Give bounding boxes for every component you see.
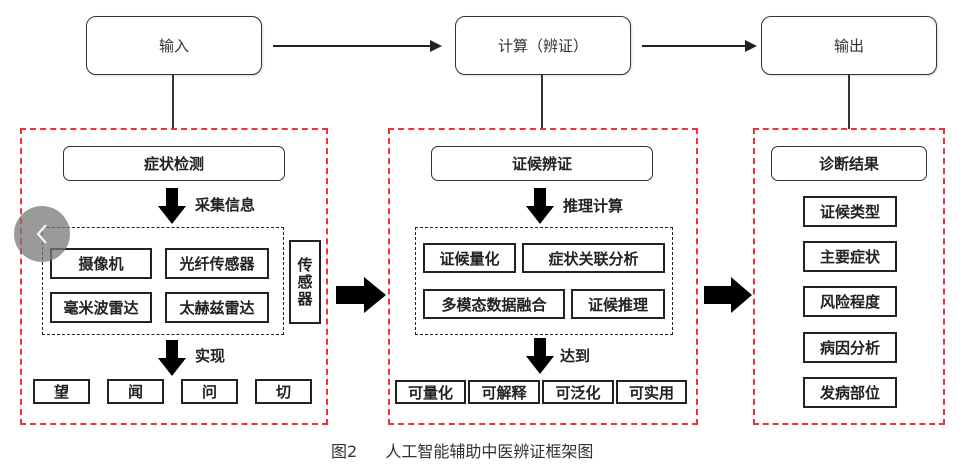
arrow-compute-to-output <box>642 45 748 47</box>
method-listen-smell: 闻 <box>107 379 164 404</box>
sensor-text: 毫米波雷达 <box>63 299 139 317</box>
connector-input <box>172 75 174 129</box>
result-text: 病因分析 <box>819 339 880 357</box>
figure-number: 图2 <box>331 442 358 461</box>
reasoning-label: 推理计算 <box>563 197 624 215</box>
connector-compute <box>541 75 543 129</box>
compute-panel-header: 证候辨证 <box>431 146 653 181</box>
compute-node: 计算（辨证） <box>455 16 631 75</box>
previous-button[interactable] <box>14 206 70 262</box>
input-panel-frame <box>20 128 328 425</box>
arrowhead-icon <box>745 40 757 52</box>
result-text: 发病部位 <box>819 384 880 402</box>
goal-text: 可量化 <box>407 383 453 402</box>
output-label: 输出 <box>833 37 864 55</box>
technique-symptom-correlation: 症状关联分析 <box>522 243 665 273</box>
goal-text: 可泛化 <box>555 383 601 402</box>
method-look: 望 <box>33 379 90 404</box>
figure-title: 人工智能辅助中医辨证框架图 <box>385 442 594 461</box>
sensor-camera: 摄像机 <box>50 248 152 279</box>
chevron-left-icon <box>36 224 47 244</box>
sensor-text: 摄像机 <box>78 255 124 273</box>
technique-text: 多模态数据融合 <box>441 295 547 314</box>
technique-group-frame <box>415 227 673 335</box>
method-pulse: 切 <box>255 379 312 404</box>
input-panel-header-text: 症状检测 <box>143 155 204 173</box>
input-node: 输入 <box>86 16 262 75</box>
arrow-input-to-compute <box>273 45 433 47</box>
result-main-symptoms: 主要症状 <box>803 241 897 272</box>
sensor-group-text: 传感器 <box>295 256 314 308</box>
output-panel-header-text: 诊断结果 <box>818 155 879 173</box>
technique-text: 症状关联分析 <box>548 249 639 268</box>
result-risk-level: 风险程度 <box>803 286 897 317</box>
input-label: 输入 <box>158 37 189 55</box>
input-panel-header: 症状检测 <box>63 146 285 181</box>
compute-panel-frame <box>388 128 698 425</box>
method-ask: 问 <box>181 379 238 404</box>
technique-text: 证候量化 <box>439 249 500 268</box>
technique-syndrome-reasoning: 证候推理 <box>571 289 665 319</box>
result-text: 风险程度 <box>819 293 880 311</box>
sensor-terahertz-radar: 太赫兹雷达 <box>165 292 269 323</box>
method-text: 问 <box>201 383 217 401</box>
arrowhead-icon <box>430 40 442 52</box>
goal-explainable: 可解释 <box>468 380 540 404</box>
goal-text: 可解释 <box>481 383 527 402</box>
output-panel-header: 诊断结果 <box>771 146 927 181</box>
down-arrow-icon <box>158 340 186 376</box>
realize-label: 实现 <box>195 347 226 365</box>
method-text: 望 <box>53 383 69 401</box>
compute-label: 计算（辨证） <box>497 37 588 55</box>
method-text: 切 <box>275 383 291 401</box>
connector-output <box>848 75 850 129</box>
down-arrow-icon <box>526 188 554 224</box>
goal-quantifiable: 可量化 <box>395 380 466 404</box>
technique-text: 证候推理 <box>587 295 648 314</box>
goal-text: 可实用 <box>628 383 674 402</box>
sensor-group-frame <box>42 227 284 335</box>
result-text: 证候类型 <box>819 203 880 221</box>
achieve-label: 达到 <box>560 347 591 365</box>
compute-panel-header-text: 证候辨证 <box>511 155 572 173</box>
right-arrow-icon <box>704 277 752 313</box>
goal-generalizable: 可泛化 <box>542 380 614 404</box>
result-etiology-analysis: 病因分析 <box>803 332 897 363</box>
result-disease-location: 发病部位 <box>803 377 897 408</box>
right-arrow-icon <box>336 277 386 313</box>
sensor-fiber-optic: 光纤传感器 <box>165 248 269 279</box>
sensor-group-label: 传感器 <box>289 240 321 324</box>
collect-info-label: 采集信息 <box>195 196 256 214</box>
technique-multimodal-fusion: 多模态数据融合 <box>423 289 565 319</box>
result-syndrome-type: 证候类型 <box>803 196 897 227</box>
sensor-mmwave-radar: 毫米波雷达 <box>50 292 152 323</box>
technique-syndrome-quantification: 证候量化 <box>423 243 516 273</box>
sensor-text: 光纤传感器 <box>179 255 255 273</box>
result-text: 主要症状 <box>819 248 880 266</box>
goal-practical: 可实用 <box>616 380 687 404</box>
output-panel-frame <box>753 128 945 425</box>
down-arrow-icon <box>158 188 186 224</box>
figure-caption: 图2 人工智能辅助中医辨证框架图 <box>331 438 593 462</box>
down-arrow-icon <box>526 338 554 374</box>
method-text: 闻 <box>127 383 143 401</box>
output-node: 输出 <box>761 16 937 75</box>
sensor-text: 太赫兹雷达 <box>179 299 255 317</box>
